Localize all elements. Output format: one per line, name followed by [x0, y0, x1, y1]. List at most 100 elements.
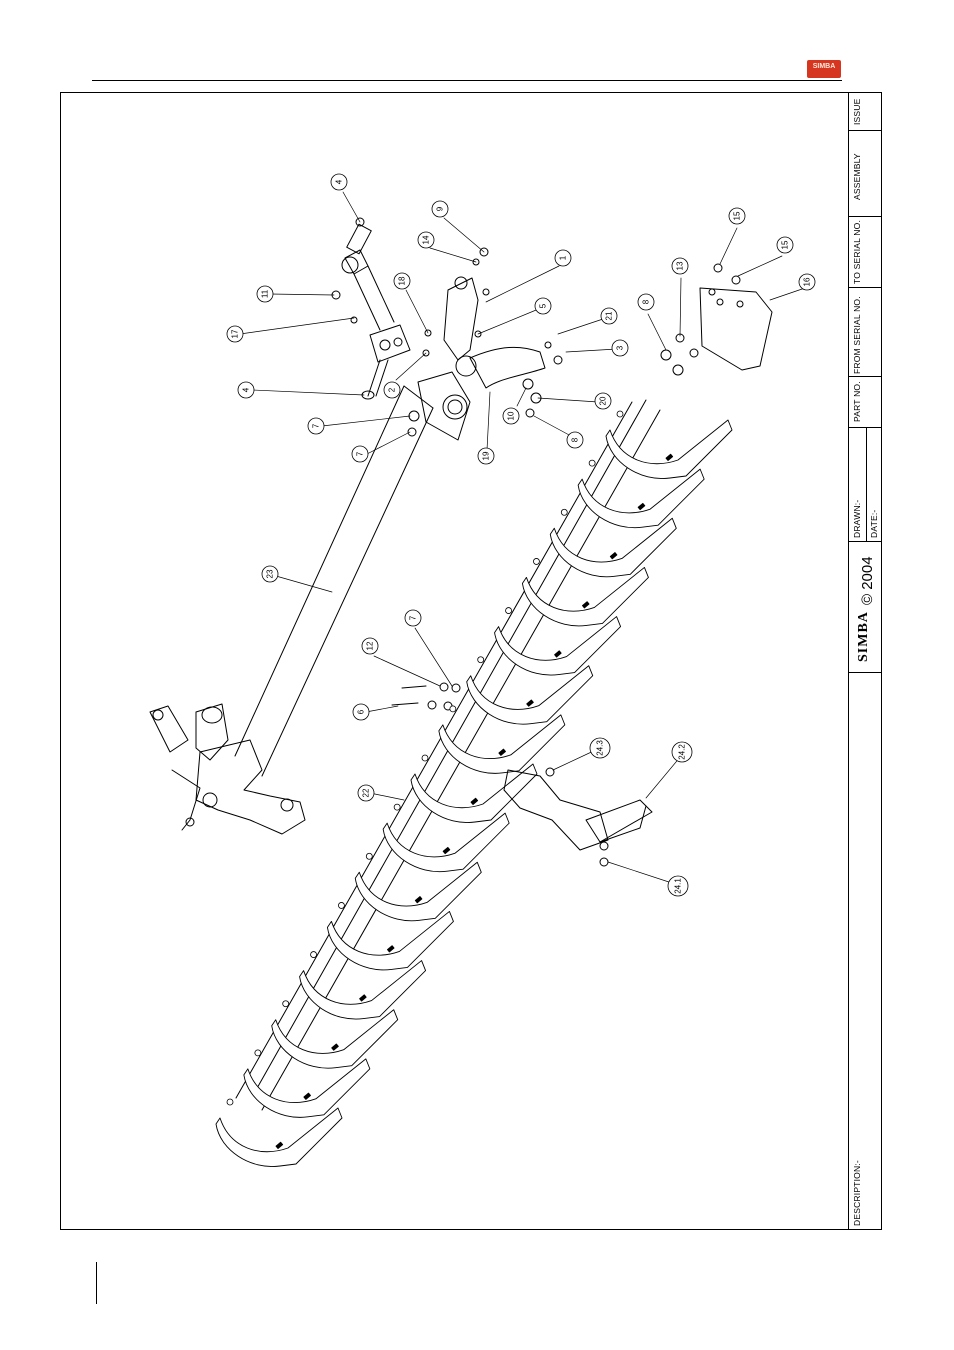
callout-label: 16 [803, 277, 812, 286]
tine-bolt [283, 1001, 289, 1007]
callout-label: 20 [599, 396, 608, 405]
callout-29: 24.3 [590, 738, 610, 758]
tine-group [216, 411, 732, 1167]
lower-hitch [150, 704, 305, 834]
tine-bolt [394, 804, 400, 810]
callout-11: 3 [612, 340, 628, 356]
callout-label: 12 [366, 641, 375, 650]
callout-label: 7 [356, 451, 365, 456]
callout-6: 11 [257, 286, 273, 302]
callout-7: 17 [227, 326, 243, 342]
tine-bolt [227, 1099, 233, 1105]
callout-label: 8 [571, 437, 580, 442]
callout-label: 24.3 [596, 740, 605, 756]
tine-bolt [506, 608, 512, 614]
callout-19: 13 [672, 258, 688, 274]
tine-6 [467, 666, 593, 725]
tine-2 [578, 469, 704, 528]
tine-bolt [311, 952, 317, 958]
tine-7 [439, 715, 565, 774]
callout-label: 21 [605, 311, 614, 320]
tine-4 [522, 567, 648, 626]
fasteners [332, 218, 740, 866]
callout-28: 22 [358, 785, 374, 801]
callout-20: 8 [638, 294, 654, 310]
callout-3: 14 [418, 232, 434, 248]
callout-15: 19 [478, 448, 494, 464]
tine-mark [555, 651, 562, 657]
callout-21: 15 [729, 208, 745, 224]
callout-label: 4 [335, 179, 344, 184]
callout-26: 7 [405, 610, 421, 626]
callout-label: 8 [642, 299, 651, 304]
callout-2: 9 [432, 201, 448, 217]
tine-mark [360, 995, 367, 1001]
callout-label: 22 [362, 788, 371, 797]
callout-23: 16 [799, 274, 815, 290]
tine-bolt [338, 902, 344, 908]
callout-12: 4 [238, 382, 254, 398]
callout-13: 7 [308, 418, 324, 434]
callout-8: 5 [535, 298, 551, 314]
callout-label: 3 [616, 345, 625, 350]
callout-label: 19 [482, 451, 491, 460]
callout-16: 10 [503, 408, 519, 424]
tine-mark [499, 749, 506, 755]
callout-label: 15 [733, 211, 742, 220]
callout-22: 15 [777, 237, 793, 253]
callout-25: 12 [362, 638, 378, 654]
callout-label: 15 [781, 240, 790, 249]
callout-label: 18 [398, 276, 407, 285]
callout-18: 8 [567, 432, 583, 448]
callout-label: 17 [231, 329, 240, 338]
callout-label: 6 [357, 709, 366, 714]
tine-5 [495, 617, 621, 676]
callout-5: 1 [555, 250, 571, 266]
callout-30: 24.2 [672, 742, 692, 762]
callout-label: 7 [312, 423, 321, 428]
tine-bolt [561, 509, 567, 515]
callout-label: 2 [388, 387, 397, 392]
tine-bolt [366, 853, 372, 859]
tine-3 [550, 518, 676, 577]
tine-mark [666, 454, 673, 460]
callout-label: 24.1 [674, 878, 683, 894]
callout-label: 5 [539, 303, 548, 308]
tine-mark [276, 1142, 283, 1148]
plate-16 [700, 288, 772, 370]
callout-14: 7 [352, 446, 368, 462]
callout-label: 7 [409, 615, 418, 620]
tine-mark [443, 847, 450, 853]
tine-bolt [617, 411, 623, 417]
tine-mark [332, 1044, 339, 1050]
tine-mark [387, 946, 394, 952]
callout-label: 1 [559, 255, 568, 260]
tine-mark [471, 798, 478, 804]
tine-bolt [422, 755, 428, 761]
tine-mark [527, 700, 534, 706]
tine-mark [610, 553, 617, 559]
tine-bolt [478, 657, 484, 663]
tine-mark [638, 503, 645, 509]
callout-label: 9 [436, 206, 445, 211]
tine-15 [216, 1108, 342, 1167]
callout-31: 24.1 [668, 876, 688, 896]
callout-label: 13 [676, 261, 685, 270]
callout-label: 11 [261, 289, 270, 298]
tine-bolt [450, 706, 456, 712]
tine-mark [582, 602, 589, 608]
callout-27: 6 [353, 704, 369, 720]
tine-bolt [533, 558, 539, 564]
tine-bolt [589, 460, 595, 466]
callout-1: 4 [331, 174, 347, 190]
linkage-19 [444, 277, 545, 388]
callout-label: 14 [422, 235, 431, 244]
callout-label: 10 [507, 411, 516, 420]
callout-24: 23 [262, 566, 278, 582]
tine-mark [415, 897, 422, 903]
callout-label: 23 [266, 569, 275, 578]
callout-label: 4 [242, 387, 251, 392]
callout-4: 18 [394, 273, 410, 289]
callout-9: 21 [601, 308, 617, 324]
